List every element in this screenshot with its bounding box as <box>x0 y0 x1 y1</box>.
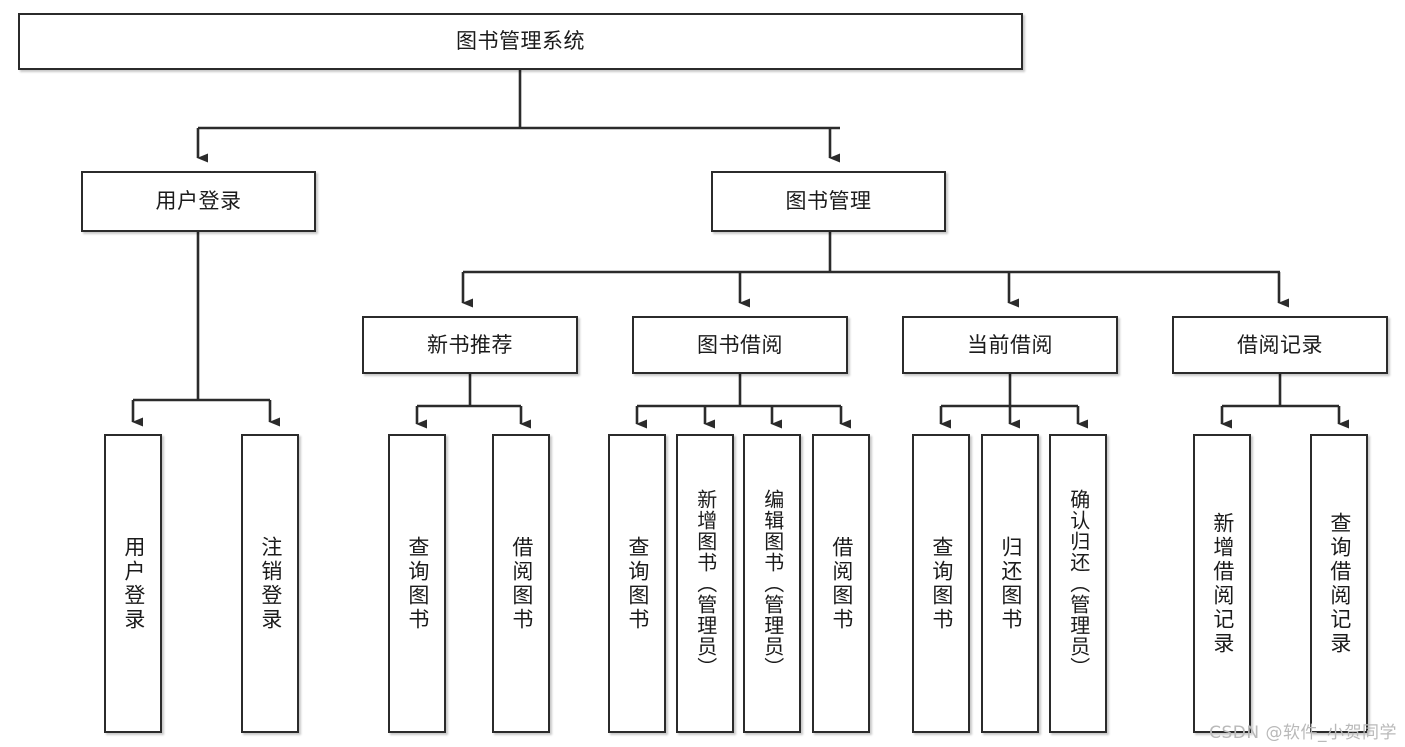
node-root-label: 图书管理系统 <box>456 29 585 54</box>
node-user-login[interactable]: 用户登录 <box>81 171 316 232</box>
node-leaf-edit-book[interactable]: 编辑图书（管理员） <box>743 434 801 733</box>
node-leaf-query-book-2[interactable]: 查询图书 <box>608 434 666 733</box>
node-leaf-borrow-book-2[interactable]: 借阅图书 <box>812 434 870 733</box>
node-leaf-logout[interactable]: 注销登录 <box>241 434 299 733</box>
node-book-borrow[interactable]: 图书借阅 <box>632 316 848 374</box>
node-leaf-edit-book-label: 编辑图书（管理员） <box>760 489 785 678</box>
node-leaf-logout-label: 注销登录 <box>258 535 283 632</box>
node-leaf-query-book-2-label: 查询图书 <box>625 535 650 632</box>
node-leaf-user-login-label: 用户登录 <box>121 535 146 632</box>
node-borrow-record[interactable]: 借阅记录 <box>1172 316 1388 374</box>
node-leaf-add-record-label: 新增借阅记录 <box>1210 511 1235 656</box>
node-leaf-query-book-1[interactable]: 查询图书 <box>388 434 446 733</box>
node-leaf-confirm-return[interactable]: 确认归还（管理员） <box>1049 434 1107 733</box>
node-leaf-confirm-return-label: 确认归还（管理员） <box>1066 489 1091 678</box>
node-leaf-query-book-3[interactable]: 查询图书 <box>912 434 970 733</box>
node-book-manage-label: 图书管理 <box>785 189 872 214</box>
node-new-book-recommend-label: 新书推荐 <box>427 332 513 357</box>
node-current-borrow[interactable]: 当前借阅 <box>902 316 1118 374</box>
node-borrow-record-label: 借阅记录 <box>1237 332 1323 357</box>
node-leaf-borrow-book-1-label: 借阅图书 <box>509 535 534 632</box>
watermark: CSDN @软件_小贺同学 <box>1209 723 1397 743</box>
node-root[interactable]: 图书管理系统 <box>18 13 1023 70</box>
node-new-book-recommend[interactable]: 新书推荐 <box>362 316 578 374</box>
node-leaf-add-record[interactable]: 新增借阅记录 <box>1193 434 1251 733</box>
node-leaf-return-book[interactable]: 归还图书 <box>981 434 1039 733</box>
node-leaf-query-record-label: 查询借阅记录 <box>1327 511 1352 656</box>
node-book-borrow-label: 图书借阅 <box>697 332 783 357</box>
node-leaf-return-book-label: 归还图书 <box>998 535 1023 632</box>
node-current-borrow-label: 当前借阅 <box>967 332 1053 357</box>
node-book-manage[interactable]: 图书管理 <box>711 171 946 232</box>
node-leaf-borrow-book-1[interactable]: 借阅图书 <box>492 434 550 733</box>
node-leaf-add-book-label: 新增图书（管理员） <box>693 489 718 678</box>
node-leaf-add-book[interactable]: 新增图书（管理员） <box>676 434 734 733</box>
node-leaf-query-book-3-label: 查询图书 <box>929 535 954 632</box>
node-leaf-query-book-1-label: 查询图书 <box>405 535 430 632</box>
node-leaf-borrow-book-2-label: 借阅图书 <box>829 535 854 632</box>
node-leaf-query-record[interactable]: 查询借阅记录 <box>1310 434 1368 733</box>
node-leaf-user-login[interactable]: 用户登录 <box>104 434 162 733</box>
node-user-login-label: 用户登录 <box>155 189 242 214</box>
